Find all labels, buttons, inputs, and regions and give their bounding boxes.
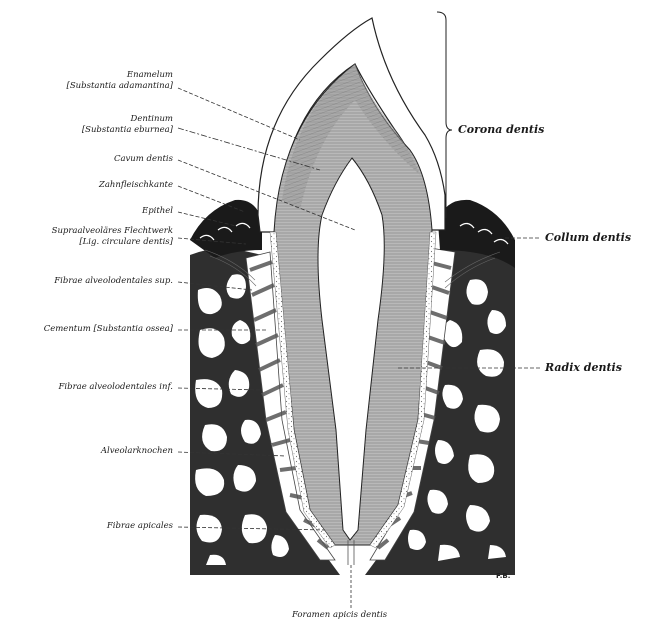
label-collum-dentis: Collum dentis xyxy=(545,232,631,243)
label-alveolarknochen: Alveolarknochen xyxy=(101,446,173,457)
label-fibrae-sup: Fibrae alveolodentales sup. xyxy=(54,276,173,287)
label-dentinum: Dentinum [Substantia eburnea] xyxy=(82,114,173,136)
label-cavum-dentis: Cavum dentis xyxy=(114,154,173,165)
label-radix-dentis: Radix dentis xyxy=(545,362,622,373)
label-supraalveolar: Supraalveoläres Flechtwerk [Lig. circula… xyxy=(52,226,173,248)
signature: F.B. xyxy=(496,572,510,580)
label-epithel: Epithel xyxy=(142,206,173,217)
label-corona-dentis: Corona dentis xyxy=(458,124,544,135)
label-foramen-apicis: Foramen apicis dentis xyxy=(292,610,387,621)
label-zahnfleischkante: Zahnfleischkante xyxy=(99,180,173,191)
label-fibrae-apicales: Fibrae apicales xyxy=(107,521,173,532)
label-fibrae-inf: Fibrae alveolodentales inf. xyxy=(59,382,173,393)
label-cementum: Cementum [Substantia ossea] xyxy=(44,324,173,335)
label-enamelum: Enamelum [Substantia adamantina] xyxy=(67,70,173,92)
